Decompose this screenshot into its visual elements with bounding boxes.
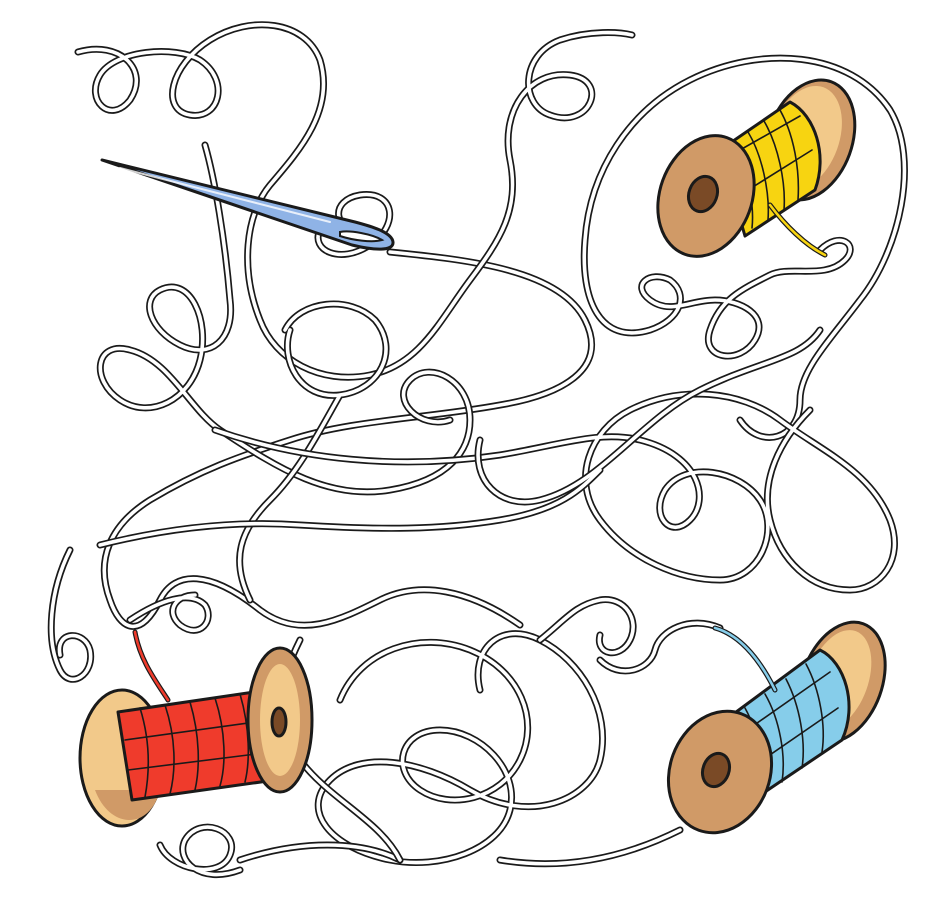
red-spool-icon[interactable] [78, 629, 314, 828]
thread-path-e[interactable] [236, 300, 390, 604]
thread-path-k[interactable] [536, 596, 724, 675]
thread-path-b[interactable] [74, 21, 636, 381]
thread-path-a[interactable] [100, 191, 595, 630]
thread-path-i[interactable] [314, 630, 607, 867]
thread-path-c[interactable] [580, 54, 908, 441]
thread-path-f[interactable] [211, 390, 898, 594]
thread-path-d[interactable] [96, 141, 474, 496]
maze-threads [47, 21, 908, 878]
thread-path-g[interactable] [96, 326, 824, 549]
blue-spool-icon[interactable] [652, 610, 901, 847]
thread-path-h[interactable] [47, 546, 212, 683]
needle-icon [100, 158, 395, 251]
yellow-spool-icon[interactable] [642, 67, 871, 270]
thread-path-j[interactable] [156, 823, 404, 878]
